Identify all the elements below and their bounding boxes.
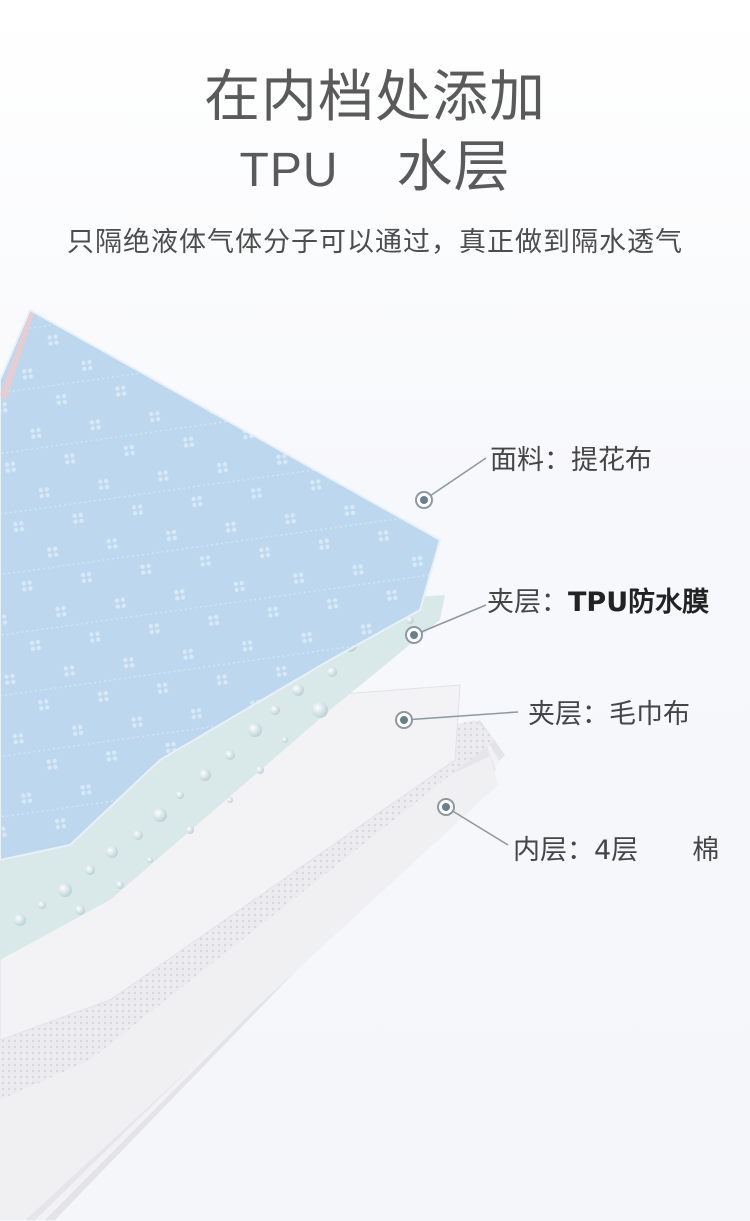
label-towel-value: 毛巾布 <box>609 699 690 730</box>
label-tpu-film: 夹层：TPU防水膜 <box>487 580 709 619</box>
title-water-layer: 水层 <box>396 135 511 200</box>
label-cotton: 内层：4层 棉 <box>513 828 719 867</box>
label-face-value: 提花布 <box>571 445 652 476</box>
label-face-name: 面料： <box>490 445 571 476</box>
marker-face-icon <box>415 491 433 509</box>
label-cotton-name: 内层： <box>513 835 594 866</box>
layer-markers <box>395 491 455 816</box>
label-face-fabric: 面料：提花布 <box>490 438 652 477</box>
fabric-layers-illustration <box>0 308 519 1220</box>
label-tpu-value: TPU防水膜 <box>568 587 710 618</box>
title-tpu: TPU <box>239 144 339 197</box>
marker-towel-icon <box>395 711 413 729</box>
label-towel: 夹层：毛巾布 <box>528 692 690 731</box>
marker-cotton-icon <box>437 798 455 816</box>
label-tpu-name: 夹层： <box>487 587 568 618</box>
marker-tpu-icon <box>405 626 423 644</box>
jacquard-face-layer <box>0 308 442 862</box>
label-cotton-value: 4层 <box>594 835 639 866</box>
label-cotton-value2: 棉 <box>692 835 720 866</box>
page-title: 在内档处添加 <box>204 65 546 130</box>
subtitle: 只隔绝液体气体分子可以通过，真正做到隔水透气 <box>67 227 683 258</box>
label-towel-name: 夹层： <box>528 699 609 730</box>
